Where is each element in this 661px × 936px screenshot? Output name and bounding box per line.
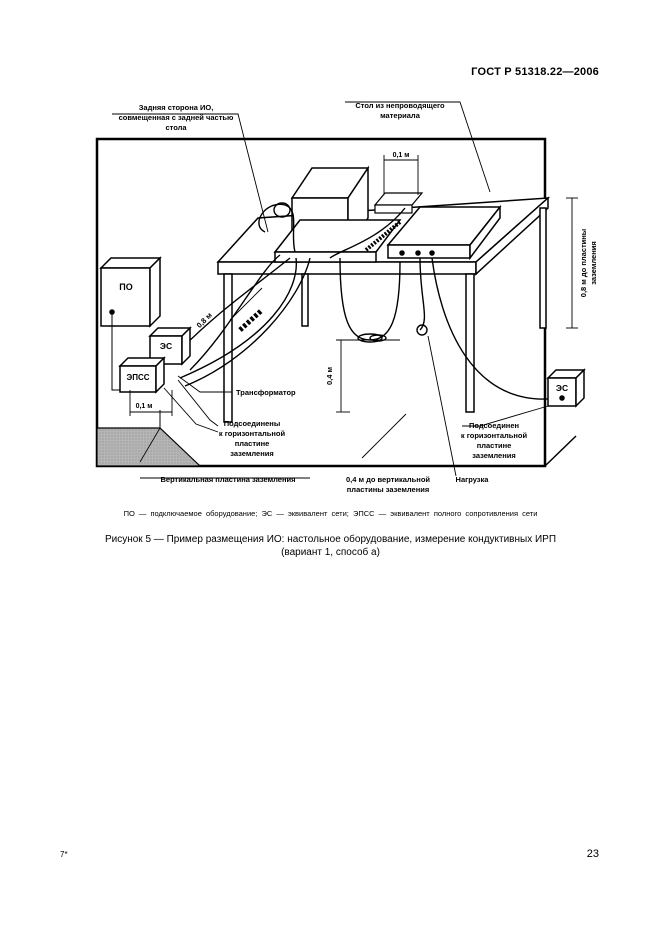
label-rear-side-3: стола bbox=[165, 123, 187, 132]
cables bbox=[179, 202, 561, 400]
label-bonded-right-1: Подсоединен bbox=[469, 421, 519, 430]
eut-box-right bbox=[386, 204, 502, 261]
base-unit bbox=[273, 219, 402, 263]
figure-legend: ПО — подключаемое оборудование; ЭС — экв… bbox=[123, 509, 538, 518]
figure-caption: Рисунок 5 — Пример размещения ИО: настол… bbox=[40, 533, 621, 559]
caption-line-2: (вариант 1, способ а) bbox=[281, 547, 380, 558]
caption-line-1: Рисунок 5 — Пример размещения ИО: настол… bbox=[104, 534, 557, 545]
label-bonded-left-4: заземления bbox=[230, 449, 274, 458]
document-header: ГОСТ Р 51318.22—2006 bbox=[471, 66, 599, 78]
footer-left-mark: 7* bbox=[60, 850, 68, 859]
label-rear-side-1: Задняя сторона ИО, bbox=[139, 103, 214, 112]
label-es-left: ЭС bbox=[160, 341, 172, 351]
label-transformer: Трансформатор bbox=[236, 388, 296, 397]
label-vertical-plate: Вертикальная пластина заземления bbox=[160, 475, 295, 484]
label-bonded-left-3: пластине bbox=[235, 439, 270, 448]
small-connector-block bbox=[373, 192, 424, 214]
label-table-1: Стол из непроводящего bbox=[355, 101, 445, 110]
label-bonded-left-2: к горизонтальной bbox=[219, 429, 286, 438]
es-right-box bbox=[546, 368, 586, 408]
epss-box bbox=[118, 356, 166, 394]
label-bonded-right-2: к горизонтальной bbox=[461, 431, 528, 440]
label-dim-08-2: заземления bbox=[589, 241, 598, 285]
label-es-right: ЭС bbox=[556, 383, 568, 393]
label-bonded-left-1: Подсоединены bbox=[224, 419, 280, 428]
dimension-lines bbox=[112, 101, 578, 479]
figure-diagram: Задняя сторона ИО, совмещенная с задней … bbox=[95, 101, 598, 494]
label-dim-01-bottom: 0,1 м bbox=[136, 403, 153, 410]
label-dim-01-top: 0,1 м bbox=[393, 152, 410, 159]
label-po: ПО bbox=[119, 282, 132, 292]
es-left-box bbox=[148, 326, 192, 366]
label-dim-04-bottom-2: пластины заземления bbox=[347, 485, 429, 494]
po-box bbox=[99, 256, 162, 328]
label-table-2: материала bbox=[380, 111, 421, 120]
label-load: Нагрузка bbox=[456, 475, 490, 484]
label-rear-side-2: совмещенная с задней частью bbox=[119, 113, 234, 122]
label-dim-08-1: 0,8 м до пластины bbox=[579, 229, 588, 297]
label-epss: ЭПСС bbox=[127, 373, 150, 382]
label-dim-04-bottom-1: 0,4 м до вертикальной bbox=[346, 475, 430, 484]
page-number: 23 bbox=[586, 848, 599, 860]
label-bonded-right-3: пластине bbox=[477, 441, 512, 450]
label-bonded-right-4: заземления bbox=[472, 451, 516, 460]
label-dim-04-vertical: 0,4 м bbox=[325, 367, 334, 386]
